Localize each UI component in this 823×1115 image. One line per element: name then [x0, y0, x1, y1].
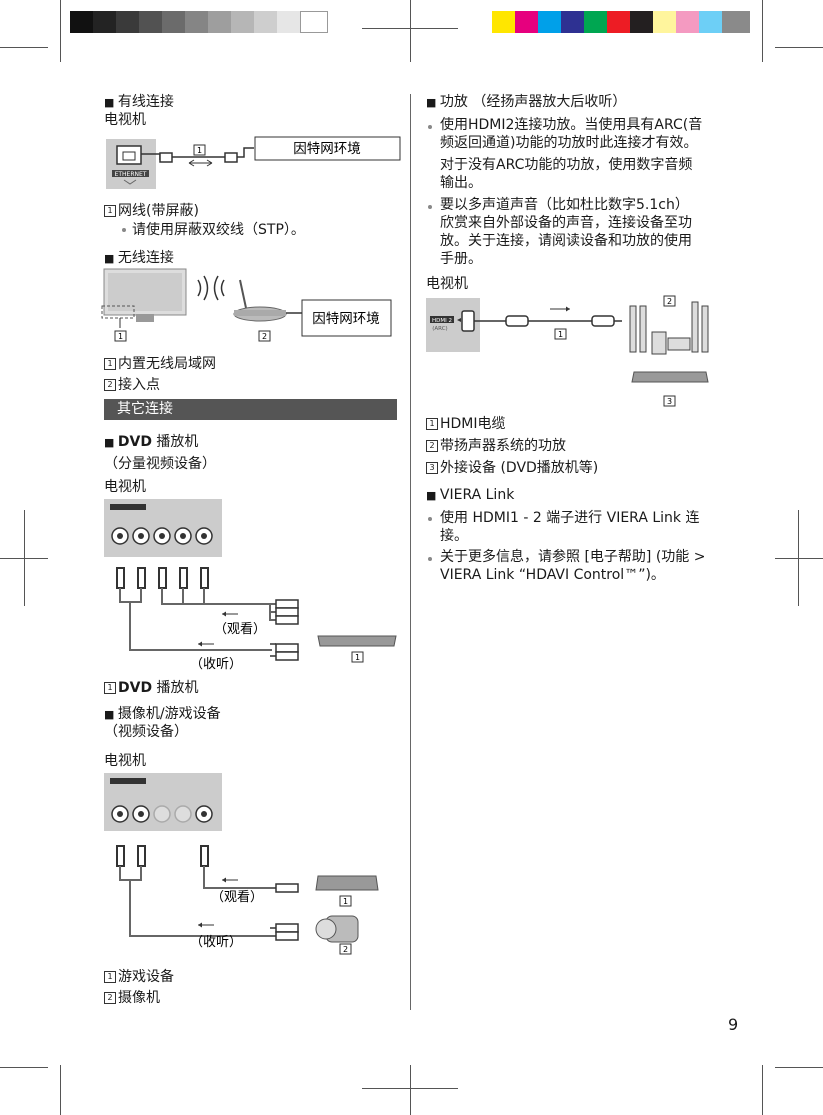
amp-bullet-2-line-4: 手册。	[440, 251, 482, 267]
viera-heading: ■ VIERA Link	[426, 487, 515, 503]
color-swatch	[515, 11, 538, 33]
cam-tv-label: 电视机	[104, 753, 146, 769]
amp-bullet-1-line-2: 频返回通道)功能的功放时此连接才有效。	[440, 135, 698, 151]
viera-bullet-1-line-1: 使用 HDMI1 - 2 端子进行 VIERA Link 连	[440, 510, 700, 526]
color-swatch	[584, 11, 607, 33]
cam-heading: ■ 摄像机/游戏设备	[104, 706, 221, 722]
arc-label: (ARC)	[432, 326, 447, 332]
wireless-diagram: 因特网环境 1 2	[101, 268, 392, 342]
wireless-internet-label: 因特网环境	[312, 311, 380, 327]
column-divider	[410, 94, 411, 1010]
ethernet-label: ETHERNET	[115, 171, 147, 178]
dvd-listen-label: （收听）	[190, 657, 242, 672]
amp-bullet-2-line-2: 欣赏来自外部设备的声音，连接设备至功	[440, 215, 692, 231]
cam-num-1: 1	[343, 897, 348, 906]
wired-heading: ■ 有线连接	[104, 94, 174, 110]
gray-swatch	[277, 11, 300, 33]
cam-watch-label: （观看）	[211, 889, 263, 905]
color-swatch	[538, 11, 561, 33]
cam-diagram: （观看） （收听） 1 2	[104, 773, 379, 955]
viera-bullet-2-line-2: VIERA Link “HDAVI Control™”)。	[440, 567, 665, 583]
amp-heading: ■ 功放 （经扬声器放大后收听）	[426, 94, 627, 110]
dvd-tv-label: 电视机	[104, 479, 146, 495]
gray-swatch	[162, 11, 185, 33]
amp-bullet-2-line-3: 放。关于连接，请阅读设备和功放的使用	[440, 233, 692, 249]
wireless-num-2: 2	[262, 332, 267, 341]
amp-tv-label: 电视机	[426, 276, 468, 292]
dvd-num-1: 1	[355, 653, 360, 662]
wireless-num-1: 1	[118, 332, 123, 341]
wired-num-1: 1	[197, 146, 202, 155]
color-swatch	[607, 11, 630, 33]
wired-bullet: 请使用屏蔽双绞线（STP）。	[132, 222, 305, 238]
section-bar	[104, 399, 397, 420]
dvd-watch-label: （观看）	[214, 621, 266, 637]
amp-bullet-1-line-1: 使用HDMI2连接功放。当使用具有ARC(音	[440, 117, 703, 133]
gray-swatch	[116, 11, 139, 33]
cam-num-2: 2	[343, 945, 348, 954]
color-swatch	[722, 11, 750, 33]
amp-num-3: 3	[667, 397, 672, 406]
section-bar-title: 其它连接	[117, 401, 173, 417]
wired-internet-label: 因特网环境	[293, 141, 361, 157]
amp-diagram: HDMI 2 (ARC) 1 2 3	[426, 295, 709, 407]
gray-swatch	[70, 11, 93, 33]
cam-sub: （视频设备）	[104, 724, 188, 740]
wired-diagram: ETHERNET 1 因特网环境	[106, 136, 401, 189]
color-swatch	[676, 11, 699, 33]
amp-num-2: 2	[667, 297, 672, 306]
wired-tv-label: 电视机	[104, 112, 146, 128]
gray-swatch	[300, 11, 328, 33]
gray-swatch	[208, 11, 231, 33]
amp-para-line-2: 输出。	[440, 175, 482, 191]
dvd-heading: ■ DVD 播放机	[104, 434, 199, 450]
page-number: 9	[728, 1015, 739, 1034]
amp-para-line-1: 对于没有ARC功能的功放，使用数字音频	[440, 157, 693, 173]
amp-bullet-2-line-1: 要以多声道声音（比如杜比数字5.1ch）	[440, 197, 689, 213]
hdmi2-label: HDMI 2	[432, 318, 452, 324]
gray-swatch	[185, 11, 208, 33]
color-swatch	[653, 11, 676, 33]
viera-bullet-1-line-2: 接。	[440, 528, 468, 544]
color-swatch	[630, 11, 653, 33]
gray-swatch	[93, 11, 116, 33]
gray-swatch	[231, 11, 254, 33]
gray-swatch	[254, 11, 277, 33]
viera-bullet-2-line-1: 关于更多信息，请参照 [电子帮助] (功能 >	[440, 549, 706, 565]
cam-listen-label: （收听）	[190, 935, 242, 950]
gray-swatch	[139, 11, 162, 33]
color-swatch	[492, 11, 515, 33]
amp-num-1: 1	[558, 330, 563, 339]
color-swatch	[561, 11, 584, 33]
dvd-sub: （分量视频设备）	[104, 456, 216, 472]
color-swatch	[699, 11, 722, 33]
dvd-diagram: （观看） （收听） 1	[104, 499, 397, 672]
wireless-heading: ■ 无线连接	[104, 250, 174, 266]
